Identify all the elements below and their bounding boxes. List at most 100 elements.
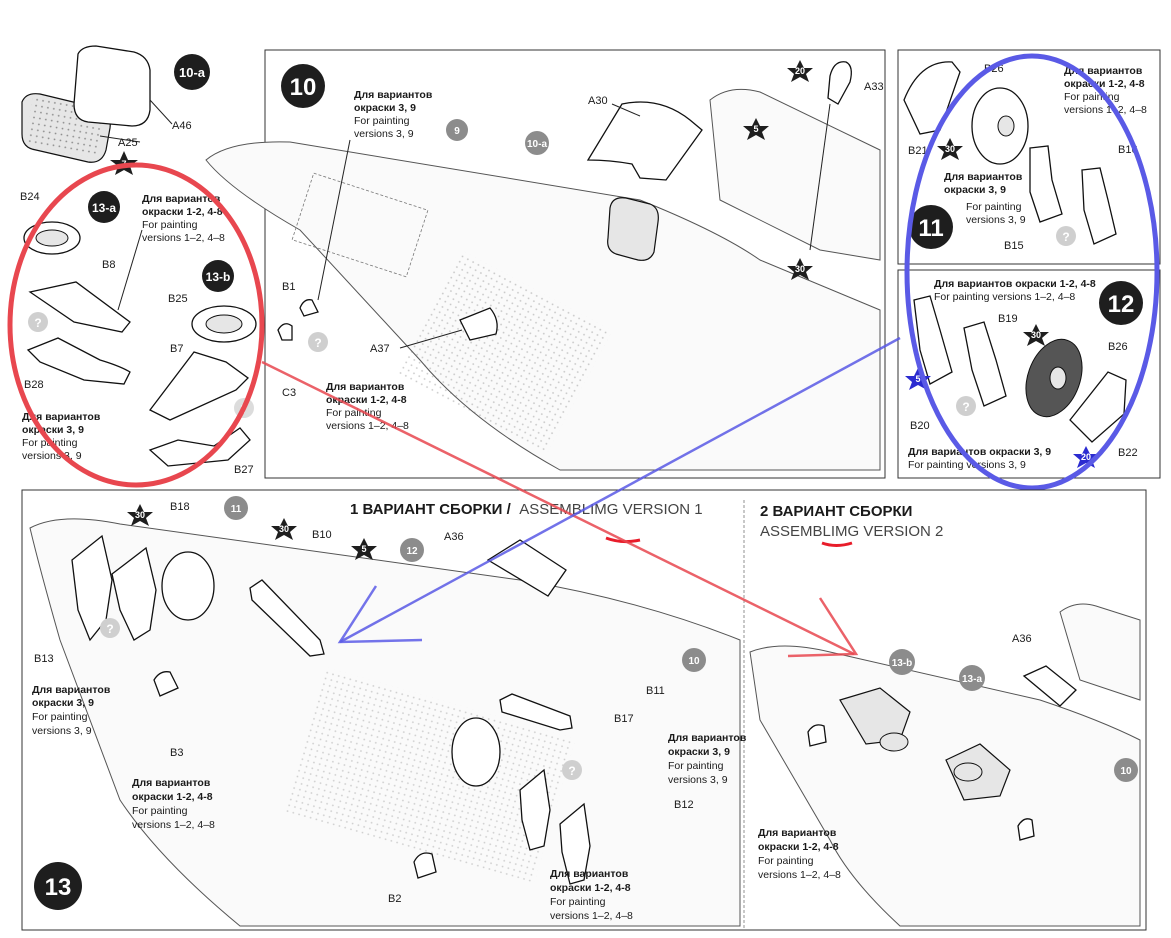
help-icon: ?: [562, 760, 582, 780]
svg-text:окраски 3, 9: окраски 3, 9: [944, 184, 1006, 196]
label-b19: B19: [998, 313, 1018, 325]
version1-header: 1 ВАРИАНТ СБОРКИ / ASSEMBLIMG VERSION 1: [350, 501, 703, 518]
note-13-v1-39-left: Для вариантов окраски 3, 9 For painting …: [32, 684, 111, 737]
svg-text:10-a: 10-a: [527, 139, 547, 150]
svg-text:For painting versions 1–2, 4–8: For painting versions 1–2, 4–8: [934, 291, 1075, 303]
label-a30: A30: [588, 95, 608, 107]
ref-badge-12: 12: [400, 538, 424, 562]
svg-text:For painting: For painting: [966, 201, 1022, 213]
ref-badge-13a: 13-a: [959, 665, 985, 691]
part-b8: [28, 281, 131, 333]
label-b10: B10: [312, 529, 332, 541]
right-wing-outline: [709, 88, 881, 261]
label-b17: B17: [614, 713, 634, 725]
svg-text:?: ?: [106, 622, 113, 636]
label-b26-2: B26: [1108, 341, 1128, 353]
svg-text:13: 13: [45, 874, 72, 901]
svg-text:30: 30: [1031, 330, 1041, 340]
paint-star-20: 20: [787, 60, 813, 82]
svg-text:13-b: 13-b: [892, 658, 913, 669]
svg-text:5: 5: [753, 124, 758, 134]
step-13a-badge: 13-a: [88, 191, 120, 223]
label-b7: B7: [170, 343, 183, 355]
svg-text:окраски 1-2, 4-8: окраски 1-2, 4-8: [550, 882, 631, 894]
svg-text:versions 1–2, 4–8: versions 1–2, 4–8: [1064, 104, 1147, 116]
svg-text:10: 10: [290, 74, 317, 101]
red-highlight-ellipse: [7, 162, 265, 488]
part-b19-leg: [963, 321, 1007, 407]
note-10-39: Для вариантов окраски 3, 9 For painting …: [354, 89, 433, 140]
note-13b: Для вариантов окраски 3, 9 For painting …: [22, 411, 101, 462]
label-b25: B25: [168, 293, 188, 305]
svg-text:versions 3, 9: versions 3, 9: [354, 128, 414, 140]
step-11-badge: 11: [909, 205, 953, 249]
svg-text:?: ?: [314, 336, 321, 350]
part-a30: [586, 101, 703, 181]
svg-text:окраски 3, 9: окраски 3, 9: [22, 424, 84, 436]
svg-text:окраски 1-2, 4-8: окраски 1-2, 4-8: [758, 841, 839, 853]
step-11-frame: 11 B21 B26 B15 B16 Для вариантов окраски…: [897, 49, 1161, 265]
svg-text:Для вариантов: Для вариантов: [758, 827, 837, 839]
help-icon: ?: [28, 312, 48, 332]
blue-arrow: [337, 336, 901, 644]
svg-text:For painting: For painting: [550, 896, 606, 908]
step-10a-group: 10-a A46 A25 7: [21, 45, 210, 175]
part-b7: [149, 351, 249, 421]
svg-text:13-a: 13-a: [962, 674, 982, 685]
svg-text:versions 3, 9: versions 3, 9: [32, 725, 92, 737]
svg-text:10: 10: [1120, 766, 1132, 777]
svg-text:20: 20: [1081, 452, 1091, 462]
paint-star-30: 30: [937, 138, 963, 160]
part-a37: [459, 307, 498, 341]
svg-text:11: 11: [231, 504, 242, 515]
label-c3: C3: [282, 387, 296, 399]
label-a36-v2: A36: [1012, 633, 1032, 645]
svg-text:окраски 3, 9: окраски 3, 9: [668, 746, 730, 758]
svg-text:versions 1–2, 4–8: versions 1–2, 4–8: [758, 869, 841, 881]
label-b27: B27: [234, 464, 254, 476]
part-13b-assembled: [839, 687, 911, 745]
svg-text:Для вариантов: Для вариантов: [944, 171, 1023, 183]
svg-text:30: 30: [945, 144, 955, 154]
help-icon: ?: [1056, 226, 1076, 246]
part-b16-leg: [1081, 167, 1117, 245]
svg-text:versions 3, 9: versions 3, 9: [966, 214, 1026, 226]
note-12-39: Для вариантов окраски 3, 9 For painting …: [908, 446, 1051, 471]
svg-text:Для вариантов: Для вариантов: [668, 732, 747, 744]
ref-badge-10-v2: 10: [1114, 758, 1138, 782]
svg-text:versions 3, 9: versions 3, 9: [22, 450, 82, 462]
label-b1: B1: [282, 281, 295, 293]
note-13-v1-1248-bottom: Для вариантов окраски 1-2, 4-8 For paint…: [550, 868, 633, 922]
paint-star-30: 30: [1023, 324, 1049, 346]
label-b21: B21: [908, 145, 928, 157]
svg-text:For painting: For painting: [142, 219, 198, 231]
svg-text:?: ?: [568, 764, 575, 778]
svg-text:Для вариантов: Для вариантов: [22, 411, 101, 423]
part-b28: [26, 337, 131, 385]
label-b12: B12: [674, 799, 694, 811]
svg-text:Для вариантов окраски 3, 9: Для вариантов окраски 3, 9: [908, 446, 1051, 458]
part-b12: [559, 802, 591, 885]
svg-text:5: 5: [361, 544, 366, 554]
part-b2: [413, 852, 437, 879]
help-icon: ?: [100, 618, 120, 638]
ref-badge-10: 10: [682, 648, 706, 672]
svg-text:окраски 1-2, 4-8: окраски 1-2, 4-8: [132, 791, 213, 803]
label-a37: A37: [370, 343, 390, 355]
svg-text:Для вариантов: Для вариантов: [354, 89, 433, 101]
svg-text:For painting: For painting: [354, 115, 410, 127]
part-b21: [903, 61, 961, 135]
svg-text:30: 30: [135, 510, 145, 520]
note-12-1248: Для вариантов окраски 1-2, 4-8 For paint…: [934, 278, 1096, 303]
svg-text:20: 20: [795, 66, 805, 76]
help-icon: ?: [308, 332, 328, 352]
svg-text:versions 3, 9: versions 3, 9: [668, 774, 728, 786]
part-b11-strut: [499, 693, 573, 731]
note-11-39: Для вариантов окраски 3, 9 For painting …: [944, 171, 1026, 226]
label-b24: B24: [20, 191, 40, 203]
part-wheel-v1b: [451, 717, 501, 787]
note-10-1248: Для вариантов окраски 1-2, 4-8 For paint…: [326, 381, 409, 432]
svg-text:Для вариантов: Для вариантов: [550, 868, 629, 880]
part-b3: [153, 671, 179, 697]
ref-badge-9: 9: [446, 119, 468, 141]
